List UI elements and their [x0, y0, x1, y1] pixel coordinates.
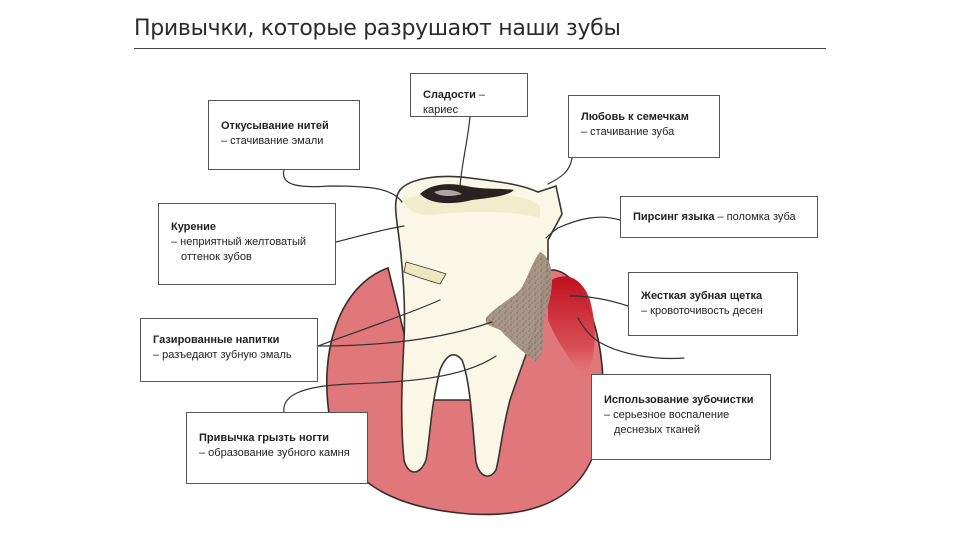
callout-seeds-heading: Любовь к семечкам [581, 111, 689, 123]
tartar-stain [485, 252, 553, 362]
callout-toothpick-heading: Использование зубочистки [604, 394, 754, 406]
callout-soda-heading: Газированные напитки [153, 334, 280, 346]
callout-smoking: Курение – неприятный желтоватый оттенок … [158, 203, 336, 285]
callout-seeds-line1: – стачивание зуба [581, 126, 675, 138]
callout-nails: Привычка грызть ногти – образование зубн… [186, 412, 368, 484]
callout-brush-line1: – кровоточивость десен [641, 305, 763, 317]
callout-sweets-heading: Сладости [423, 89, 476, 101]
page-title: Привычки, которые разрушают наши зубы [134, 16, 621, 41]
callout-soda-line1: – разъедают зубную эмаль [153, 349, 292, 361]
callout-threads-heading: Откусывание нитей [221, 120, 329, 132]
callout-seeds: Любовь к семечкам – стачивание зуба [568, 95, 720, 158]
callout-smoking-line2: оттенок зубов [181, 251, 252, 263]
callout-nails-line1: – образование зубного камня [199, 447, 350, 459]
callout-soda: Газированные напитки – разъедают зубную … [140, 318, 318, 382]
callout-toothpick: Использование зубочистки – серьезное вос… [591, 374, 771, 460]
callout-threads-line1: – стачивание эмали [221, 135, 324, 147]
title-divider [134, 48, 826, 49]
leader-lines [282, 115, 685, 413]
inflamed-gum-area [548, 276, 595, 380]
callout-smoking-line1: – неприятный желтоватый [171, 236, 307, 248]
callout-piercing-heading: Пирсинг языка [633, 211, 715, 223]
callout-toothpick-line2: деснезых тканей [614, 424, 701, 436]
callout-piercing: Пирсинг языка – поломка зуба [620, 196, 818, 238]
callout-nails-heading: Привычка грызть ногти [199, 432, 330, 444]
callout-hard-brush: Жесткая зубная щетка – кровоточивость де… [628, 272, 798, 336]
callout-brush-heading: Жесткая зубная щетка [641, 290, 763, 302]
callout-toothpick-line1: – серьезное воспаление [604, 409, 730, 421]
cavity-mark [420, 184, 514, 204]
callout-piercing-text: – поломка зуба [714, 211, 796, 223]
callout-smoking-heading: Курение [171, 221, 217, 233]
callout-sweets-text: – кариес [423, 89, 486, 116]
callout-threads: Откусывание нитей – стачивание эмали [208, 100, 360, 170]
callout-sweets: Сладости – кариес [410, 73, 528, 117]
